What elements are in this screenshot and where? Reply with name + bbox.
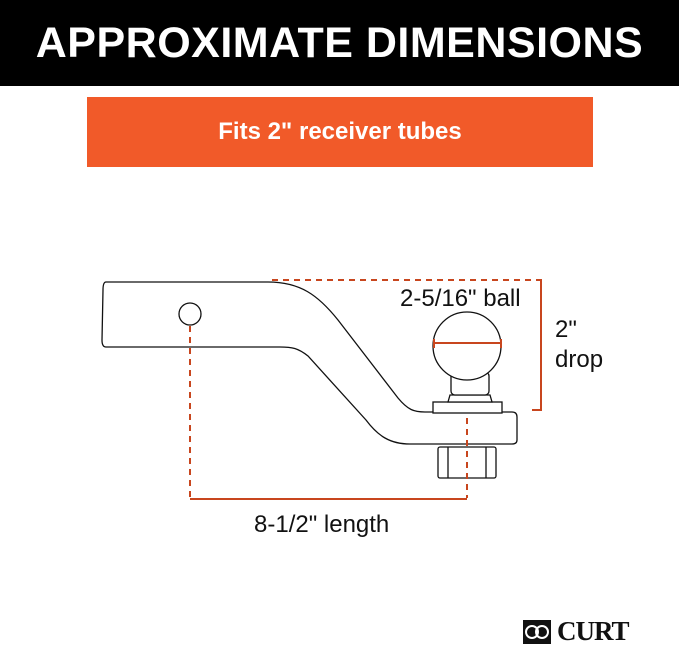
drop-value-label: 2" [555,316,577,343]
dimension-lines [189,279,542,500]
page-title: APPROXIMATE DIMENSIONS [0,0,679,86]
curt-logo: CURT [522,616,630,647]
brand-name: CURT [557,616,630,646]
receiver-fit-banner: Fits 2" receiver tubes [87,97,593,167]
drop-label: drop [555,346,604,373]
ball-size-label: 2-5/16" ball [400,285,521,312]
pin-hole [178,302,202,326]
curt-emblem-icon [523,619,551,644]
length-label: 8-1/2" length [254,511,390,538]
ball-mount-shank [101,281,518,445]
